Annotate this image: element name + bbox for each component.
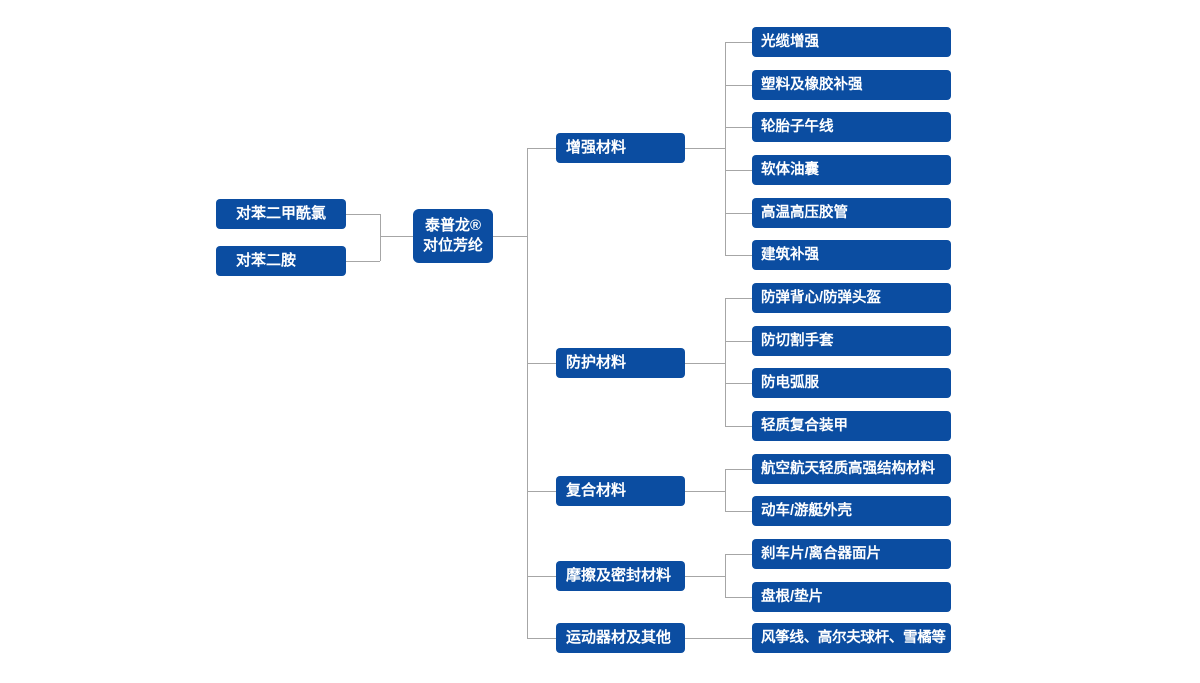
node-category-friction-sealing-materials: 摩擦及密封材料 [556,561,685,591]
connector-line [527,148,528,638]
connector-line [725,341,752,342]
node-precursor-terephthaloyl-chloride: 对苯二甲酰氯 [216,199,346,229]
connector-line [685,576,725,577]
connector-line [725,85,752,86]
connector-line [725,469,726,511]
node-category-sports-equipment-others: 运动器材及其他 [556,623,685,653]
node-leaf-brake-pads-clutch-facings: 刹车片/离合器面片 [752,539,951,569]
connector-line [725,255,752,256]
connector-line [346,261,380,262]
connector-line [685,148,725,149]
connector-line [527,363,556,364]
connector-line [725,298,752,299]
connector-line [346,214,380,215]
node-leaf-aerospace-structural-materials: 航空航天轻质高强结构材料 [752,454,951,484]
connector-line [725,170,752,171]
connector-line [685,491,725,492]
connector-line [725,298,726,426]
connector-line [725,42,726,255]
connector-line [725,554,726,597]
connector-line [725,597,752,598]
connector-line [725,554,752,555]
node-leaf-lightweight-composite-armor: 轻质复合装甲 [752,411,951,441]
node-leaf-building-reinforcement: 建筑补强 [752,240,951,270]
connector-line [527,148,556,149]
connector-line [725,127,752,128]
connector-line [685,363,725,364]
node-leaf-optical-cable-reinforcement: 光缆增强 [752,27,951,57]
node-leaf-train-yacht-shell: 动车/游艇外壳 [752,496,951,526]
node-leaf-tire-cord: 轮胎子午线 [752,112,951,142]
root-label-line2: 对位芳纶 [422,237,483,254]
connector-line [380,236,413,237]
connector-line [725,42,752,43]
connector-line [725,469,752,470]
node-leaf-cut-resistant-gloves: 防切割手套 [752,326,951,356]
connector-line [527,638,556,639]
node-category-protective-materials: 防护材料 [556,348,685,378]
connector-line [380,214,381,261]
node-category-reinforcement-materials: 增强材料 [556,133,685,163]
connector-line [527,576,556,577]
connector-line [725,426,752,427]
node-category-composite-materials: 复合材料 [556,476,685,506]
node-leaf-arc-flash-clothing: 防电弧服 [752,368,951,398]
node-leaf-kite-line-golf-club-sled: 风筝线、高尔夫球杆、雪橘等 [752,623,951,653]
node-leaf-bulletproof-vest-helmet: 防弹背心/防弹头盔 [752,283,951,313]
node-root-taparan-para-aramid: 泰普龙® 对位芳纶 [413,209,493,263]
node-leaf-plastic-rubber-reinforcement: 塑料及橡胶补强 [752,70,951,100]
connector-line [725,383,752,384]
connector-line [685,638,752,639]
connector-line [527,491,556,492]
node-leaf-packing-gaskets: 盘根/垫片 [752,582,951,612]
connector-line [493,236,527,237]
node-precursor-p-phenylenediamine: 对苯二胺 [216,246,346,276]
node-leaf-flexible-oil-bladder: 软体油囊 [752,155,951,185]
root-label-line1: 泰普龙® [424,217,482,234]
connector-line [725,511,752,512]
node-leaf-high-temp-pressure-hose: 高温高压胶管 [752,198,951,228]
connector-line [725,213,752,214]
